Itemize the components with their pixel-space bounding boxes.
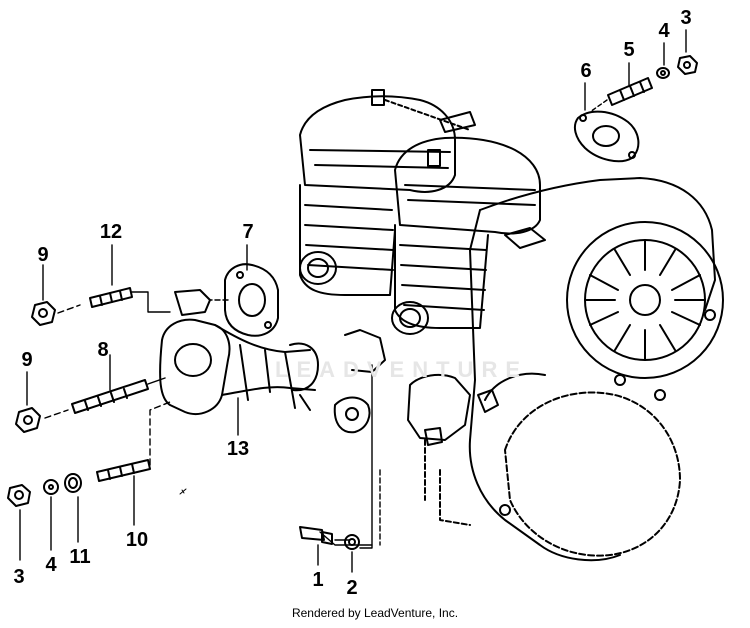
stud-12 (89, 287, 133, 308)
flange-gasket (573, 110, 640, 163)
exhaust-manifold (159, 289, 319, 415)
washer-2 (344, 534, 360, 550)
part-label-12: 12 (100, 221, 122, 243)
part-label-5: 5 (623, 39, 634, 61)
render-credit: Rendered by LeadVenture, Inc. (291, 606, 459, 620)
part-label-3-top: 3 (680, 7, 691, 29)
part-label-9-lower: 9 (21, 349, 32, 371)
part-label-1: 1 (312, 569, 323, 591)
nut-9-lower (15, 407, 41, 433)
part-label-2: 2 (346, 577, 357, 599)
washer-4-lower (43, 479, 59, 495)
plug-1 (299, 526, 333, 545)
part-label-9-upper: 9 (37, 244, 48, 266)
stud-8 (71, 379, 149, 414)
part-label-13: 13 (227, 438, 249, 460)
engine-assembly (299, 89, 724, 562)
part-label-7: 7 (242, 221, 253, 243)
part-label-4-bottom: 4 (45, 554, 57, 576)
nut-3-lower (7, 484, 31, 507)
part-label-3-bottom: 3 (13, 566, 24, 588)
part-number-labels: 1 2 3 3 4 4 5 6 7 8 9 9 10 11 12 13 (13, 7, 691, 599)
nut-9-upper (31, 301, 56, 326)
small-mark (179, 488, 187, 495)
exhaust-gasket (224, 263, 279, 337)
stud-5 (607, 77, 653, 106)
nut-3-top (677, 55, 698, 75)
part-label-8: 8 (97, 339, 108, 361)
stud-10 (96, 459, 151, 482)
leader-lines (19, 29, 687, 573)
part-label-6: 6 (580, 60, 591, 82)
part-label-11: 11 (69, 546, 90, 568)
washer-4-top (656, 67, 670, 79)
part-label-4-top: 4 (658, 20, 670, 42)
part-label-10: 10 (126, 529, 148, 551)
watermark: LEADVENTURE (275, 357, 529, 382)
washer-11 (64, 473, 82, 493)
